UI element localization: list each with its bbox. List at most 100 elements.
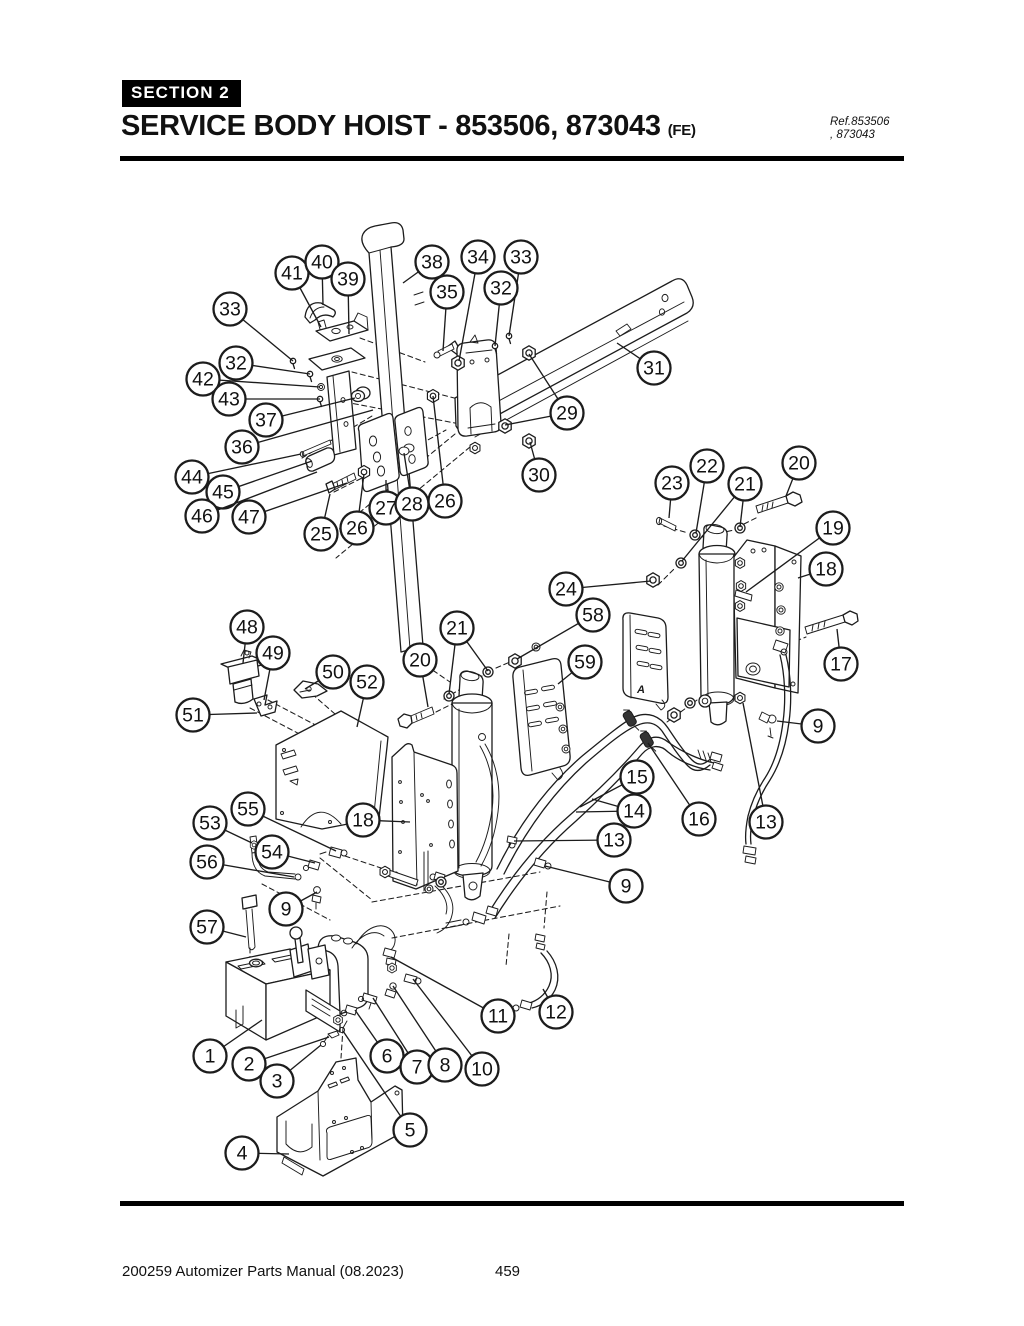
svg-text:25: 25 — [310, 524, 332, 546]
svg-text:17: 17 — [830, 654, 852, 676]
callout-15: 15 — [579, 759, 655, 808]
svg-text:43: 43 — [218, 389, 240, 411]
callout-45: 45 — [205, 460, 313, 510]
callout-42: 42 — [185, 361, 321, 397]
callout-34: 34 — [458, 239, 496, 362]
svg-text:31: 31 — [643, 358, 665, 380]
callout-13: 13 — [742, 702, 784, 840]
callout-52: 52 — [349, 664, 385, 728]
ref-line-2: , 873043 — [830, 129, 875, 141]
svg-text:5: 5 — [405, 1120, 416, 1142]
upper-mount-plates — [304, 302, 369, 456]
callout-36: 36 — [224, 409, 374, 465]
callout-43: 43 — [211, 381, 320, 417]
svg-text:9: 9 — [621, 876, 632, 898]
svg-text:24: 24 — [555, 579, 577, 601]
callout-14: 14 — [575, 793, 652, 829]
svg-text:54: 54 — [261, 842, 283, 864]
fasteners — [249, 332, 747, 1026]
callout-31: 31 — [616, 342, 672, 386]
svg-text:56: 56 — [196, 852, 218, 874]
svg-text:58: 58 — [582, 605, 604, 627]
svg-text:34: 34 — [467, 247, 489, 269]
callout-56: 56 — [189, 844, 295, 880]
footer-text: 200259 Automizer Parts Manual (08.2023) — [122, 1263, 404, 1280]
svg-text:32: 32 — [225, 353, 247, 375]
svg-text:13: 13 — [755, 812, 777, 834]
callout-1: 1 — [192, 1019, 263, 1074]
svg-text:14: 14 — [623, 801, 645, 823]
callout-50: 50 — [304, 654, 351, 690]
svg-text:6: 6 — [382, 1046, 393, 1068]
callout-7: 7 — [372, 997, 435, 1085]
svg-text:35: 35 — [436, 282, 458, 304]
cylinder-cover-right: A — [622, 612, 669, 711]
callout-48: 48 — [229, 609, 265, 664]
svg-text:52: 52 — [356, 672, 378, 694]
callout-44: 44 — [174, 453, 302, 495]
svg-text:15: 15 — [626, 767, 648, 789]
svg-text:50: 50 — [322, 662, 344, 684]
svg-text:3: 3 — [272, 1071, 283, 1093]
callout-39: 39 — [330, 261, 366, 335]
svg-text:1: 1 — [205, 1046, 216, 1068]
svg-text:28: 28 — [401, 494, 423, 516]
callout-58: 58 — [516, 597, 611, 660]
svg-text:45: 45 — [212, 482, 234, 504]
hoist-cylinder-left — [451, 670, 500, 901]
callout-2: 2 — [231, 1036, 330, 1082]
mount-plate-center — [387, 743, 459, 934]
callout-55: 55 — [230, 791, 337, 852]
callout-12: 12 — [538, 988, 574, 1030]
svg-text:22: 22 — [696, 456, 718, 478]
ref-line-1: Ref.853506 — [830, 116, 890, 128]
svg-text:47: 47 — [238, 507, 260, 529]
pump-and-reservoir — [225, 925, 422, 1048]
callout-35: 35 — [429, 274, 465, 352]
callout-26: 26 — [427, 395, 463, 519]
callout-27: 27 — [368, 480, 404, 526]
fittings-cluster — [241, 835, 348, 951]
svg-text:57: 57 — [196, 917, 218, 939]
svg-text:55: 55 — [237, 799, 259, 821]
svg-text:30: 30 — [528, 465, 550, 487]
svg-text:11: 11 — [488, 1006, 508, 1028]
svg-text:49: 49 — [262, 643, 284, 665]
callout-51: 51 — [175, 697, 258, 733]
hoist-cylinder-right — [655, 516, 736, 726]
svg-text:32: 32 — [490, 278, 512, 300]
callout-40: 40 — [304, 244, 340, 306]
svg-text:37: 37 — [255, 410, 277, 432]
callout-17: 17 — [823, 628, 859, 682]
svg-text:33: 33 — [219, 299, 241, 321]
callout-47: 47 — [231, 482, 348, 535]
rail-u-bracket — [446, 334, 502, 437]
callout-13: 13 — [513, 822, 632, 858]
svg-text:21: 21 — [734, 474, 756, 496]
cylinder-cover-left — [512, 657, 571, 781]
svg-text:39: 39 — [337, 269, 359, 291]
svg-text:38: 38 — [421, 252, 443, 274]
callout-19: 19 — [745, 510, 851, 593]
callout-57: 57 — [189, 909, 247, 945]
svg-text:18: 18 — [815, 559, 837, 581]
callout-49: 49 — [255, 635, 291, 701]
svg-text:53: 53 — [199, 813, 221, 835]
callout-9: 9 — [776, 708, 836, 744]
callout-26: 26 — [339, 473, 375, 546]
title-text: SERVICE BODY HOIST - 853506, 873043 — [121, 110, 661, 142]
callout-21: 21 — [439, 610, 489, 695]
svg-text:9: 9 — [281, 899, 292, 921]
callout-38: 38 — [402, 244, 450, 284]
callout-9: 9 — [544, 865, 644, 904]
svg-text:51: 51 — [182, 705, 204, 727]
callout-30: 30 — [521, 441, 557, 493]
callout-41: 41 — [274, 255, 322, 328]
page-number: 459 — [495, 1263, 521, 1280]
pivot-bracket-plates — [357, 406, 429, 493]
callout-22: 22 — [689, 448, 725, 534]
title-suffix: (FE) — [667, 122, 696, 139]
